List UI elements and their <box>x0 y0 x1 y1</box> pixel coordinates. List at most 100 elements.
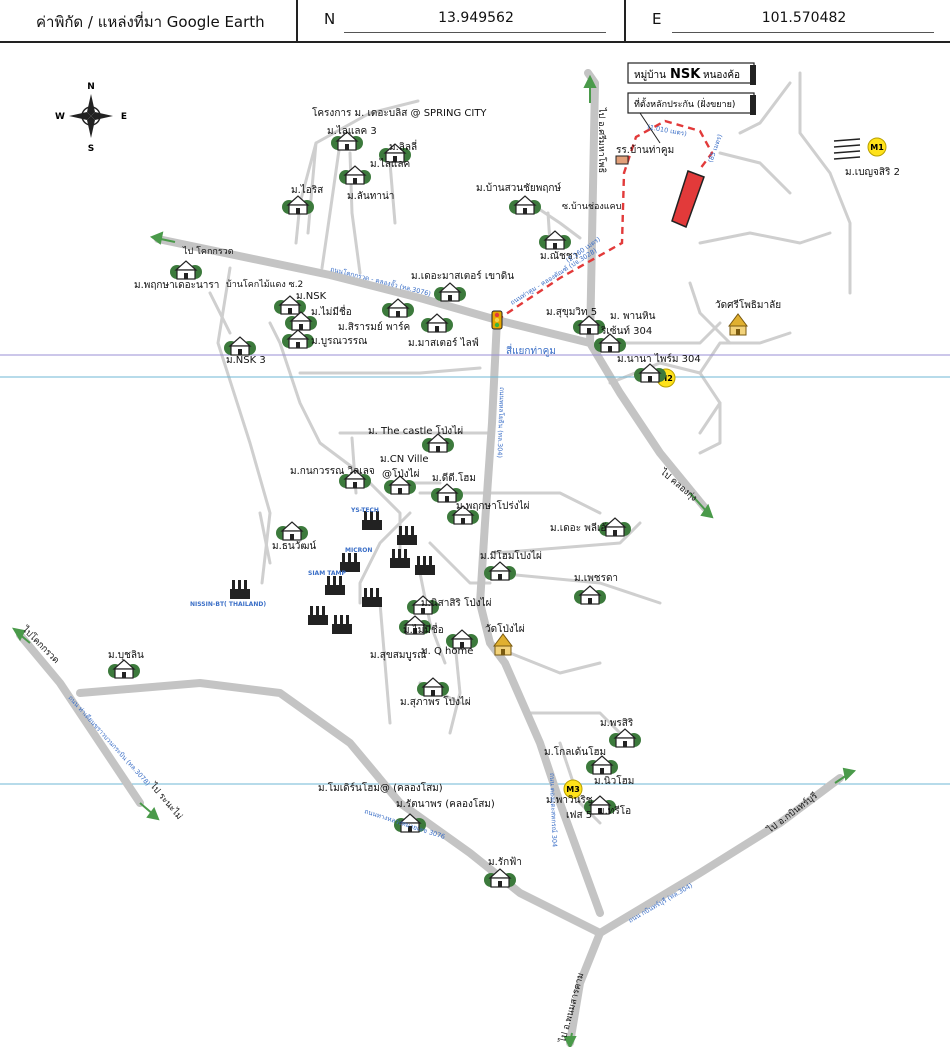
traffic-light-icon <box>491 310 503 330</box>
label-suphaporn: ม.สุภาพร โป่งไผ่ <box>400 695 471 708</box>
title-cell: ค่าพิกัด / แหล่งที่มา Google Earth <box>0 0 298 41</box>
label-spring-city: โครงการ ม. เดอะบลิส @ SPRING CITY <box>312 106 487 119</box>
label-nsk: ม.NSK <box>296 291 327 302</box>
latitude-underline <box>344 32 606 33</box>
label-siam-tamp: SIAM TAMP <box>308 570 346 577</box>
longitude-cell: E 101.570482 <box>626 0 948 41</box>
legend-subtitle: ที่ตั้งหลักประกัน (ฝั่งขยาย) <box>634 97 735 110</box>
compass-n: N <box>87 82 95 92</box>
label-q-home: ม. Q home <box>421 646 473 657</box>
label-route-sw: ถนน ท่าเตียนขราวบวนกระบิน (ทล.3078) <box>67 694 152 787</box>
label-orchid: ม.ไอริส <box>291 184 323 196</box>
marker-m2-label: M2 <box>659 374 673 383</box>
label-sirarom: ม.สิรารมย์ พาร์ค <box>338 321 410 333</box>
label-lanthana: ม.ลันทาน่า <box>347 191 394 202</box>
label-bulin: ม.บุชลิน <box>108 650 144 661</box>
label-lily: ม.ลิลลี่ <box>389 139 417 153</box>
label-route-se: ถนน กบินทร์บุรี (ทล.304) <box>627 881 694 924</box>
compass-rose-icon: N S W E <box>55 82 127 154</box>
label-nitcha: ม.ณัชชา <box>540 251 578 262</box>
label-kolden-home: ม.โกลเด้นโฮม <box>544 745 606 758</box>
label-phase5: เฟส 5 <box>566 810 592 821</box>
label-phetsada: ม.เพชรดา <box>574 573 618 584</box>
route-to-collateral <box>496 119 714 321</box>
label-nissin: NISSIN-BT( THAILAND) <box>190 601 266 608</box>
collateral-parcel <box>671 170 705 229</box>
label-ban-khok-mai-daeng: บ้านโคกไม้แดง ซ.2 <box>226 279 303 290</box>
label-mai-mee-chue2: ม.ไม่มีชื่อ <box>403 622 444 636</box>
label-wat-sri-pho: วัดศรีโพธิมาลัย <box>715 298 781 311</box>
label-the-palace: ม.เดอะ พลีเอ้ <box>550 522 606 534</box>
label-rr-ban-tha-khum: รร.บ้านท่าคูม <box>616 144 674 156</box>
header-bar: ค่าพิกัด / แหล่งที่มา Google Earth N 13.… <box>0 0 950 43</box>
label-ys-tech: YS-TECH <box>350 507 379 514</box>
longitude-label: E <box>652 10 662 28</box>
label-lilac3: ม.ไลแลค 3 <box>327 125 377 137</box>
compass-e: E <box>121 112 127 122</box>
label-nisasiri: ม.นิสาสิริ โป่งไผ่ <box>421 596 492 609</box>
marker-m3-label: M3 <box>566 785 580 794</box>
latitude-cell: N 13.949562 <box>298 0 626 41</box>
temple-icon <box>728 313 748 336</box>
label-micron: MICRON <box>345 547 372 554</box>
label-castle: ม. The castle โป่งไผ่ <box>368 424 463 437</box>
marker-m1: M1 <box>867 137 887 157</box>
label-to-si-khiu: ไป อ.ศรีมหาโพธิ <box>596 107 607 173</box>
label-yaek-tha-khum: สี่แยกท่าคูม <box>506 343 556 357</box>
latitude-value: 13.949562 <box>438 10 514 26</box>
factory-labels: YS-TECH MICRON SIAM TAMP NISSIN-BT( THAI… <box>190 507 379 608</box>
label-thanawan: ม.ธนวัฒน์ <box>272 540 316 552</box>
label-d-d-home: ม.ดีดี.โฮม <box>432 471 476 484</box>
label-rak-fa: ม.รักฟ้า <box>488 856 522 868</box>
label-cn-ville2: @โป่งไผ่ <box>382 467 420 480</box>
label-route-north: ถนนพหลโยธิน (ทล.304) <box>496 387 506 458</box>
temple-icon <box>493 633 513 656</box>
label-pruksa-nara: ม.พฤกษาเดอะนารา <box>134 280 219 291</box>
marker-m3: M3 <box>563 779 583 799</box>
label-mai-mee-chue1: ม.ไม่มีชื่อ <box>311 304 352 318</box>
label-mee-home: ม.มีโฮมโปงไผ่ <box>480 549 542 562</box>
label-to-khok-kruat: ไป โคกกรวด <box>182 246 234 257</box>
legend-title-suffix: หนองค้อ <box>703 69 740 81</box>
label-phonsiri: ม.พรสิริ <box>600 718 634 729</box>
longitude-value: 101.570482 <box>761 10 847 26</box>
direction-arrows <box>11 74 857 1050</box>
compass-w: W <box>55 112 65 122</box>
label-nsk3: ม.NSK 3 <box>226 355 266 366</box>
label-residence304: ริเซ้นท์ 304 <box>600 325 652 337</box>
legend-title-main: NSK <box>670 67 701 82</box>
lot-lines-icon <box>833 138 861 160</box>
label-suksombun: ม.สุขสมบูรณ์ <box>370 649 426 661</box>
label-master-khao-din: ม.เดอะมาสเตอร์ เขาดิน <box>411 270 514 282</box>
label-modern-home: ม.โมเดิร์นโฮม@ (คลองโสม) <box>318 781 443 794</box>
label-lilac: ม.ไลแลค <box>370 158 410 170</box>
label-panhin: ม. พานหิน <box>610 311 656 322</box>
marker-m1-label: M1 <box>870 143 884 152</box>
label-cn-ville: ม.CN Ville <box>380 454 429 465</box>
label-to-kabin: ไป อ.กบินทร์บุรี <box>764 790 820 836</box>
place-labels: โครงการ ม. เดอะบลิส @ SPRING CITY ม.ไลแล… <box>108 106 900 868</box>
label-dist-2: (85 เมตร) <box>706 133 724 164</box>
label-trio: ม.ทรีโอ <box>598 804 631 817</box>
label-wat-pong-phai: วัดโป่งไผ่ <box>485 622 525 635</box>
label-nana-prime: ม.นานา ไพร์ม 304 <box>617 353 701 365</box>
label-ni-home: ม.นิวโฮม <box>594 774 634 787</box>
label-pruksa-pong-phai: ม.พฤกษาโปร่งไผ่ <box>456 499 530 512</box>
legend-title-prefix: หมู่บ้าน <box>634 69 666 81</box>
legend-box: หมู่บ้าน NSK หนองค้อ ที่ตั้งหลักประกัน (… <box>627 62 756 144</box>
label-rattanaporn: ม.รัตนาพร (คลองโสม) <box>396 797 495 810</box>
label-ban-suan: ม.บ้านสวนชัยพฤกษ์ <box>476 182 561 194</box>
latitude-label: N <box>324 10 336 28</box>
label-kanok: ม.กนกวรรณ วิลเลจ <box>290 466 375 477</box>
label-parin: ม.พาวินริช <box>546 795 593 806</box>
label-route-se2: ถนน ตองแตะสหกรณ์ 304 <box>548 773 559 848</box>
label-chong-khaep: ซ.บ้านช่องแคบ <box>562 201 622 212</box>
header-title: ค่าพิกัด / แหล่งที่มา Google Earth <box>36 13 265 31</box>
label-master-life: ม.มาสเตอร์ ไลฟ์ <box>408 337 479 349</box>
map-area: N S W E หมู่บ้าน NSK หนองค้อ ที่ตั้งหลัก… <box>0 43 950 1050</box>
label-bunwan: ม.บูรณวรรณ <box>311 336 367 347</box>
label-sukhumvit5: ม.สุขุมวิท 5 <box>546 307 597 318</box>
school-icon <box>615 155 629 165</box>
compass-s: S <box>88 144 94 154</box>
longitude-underline <box>672 32 934 33</box>
